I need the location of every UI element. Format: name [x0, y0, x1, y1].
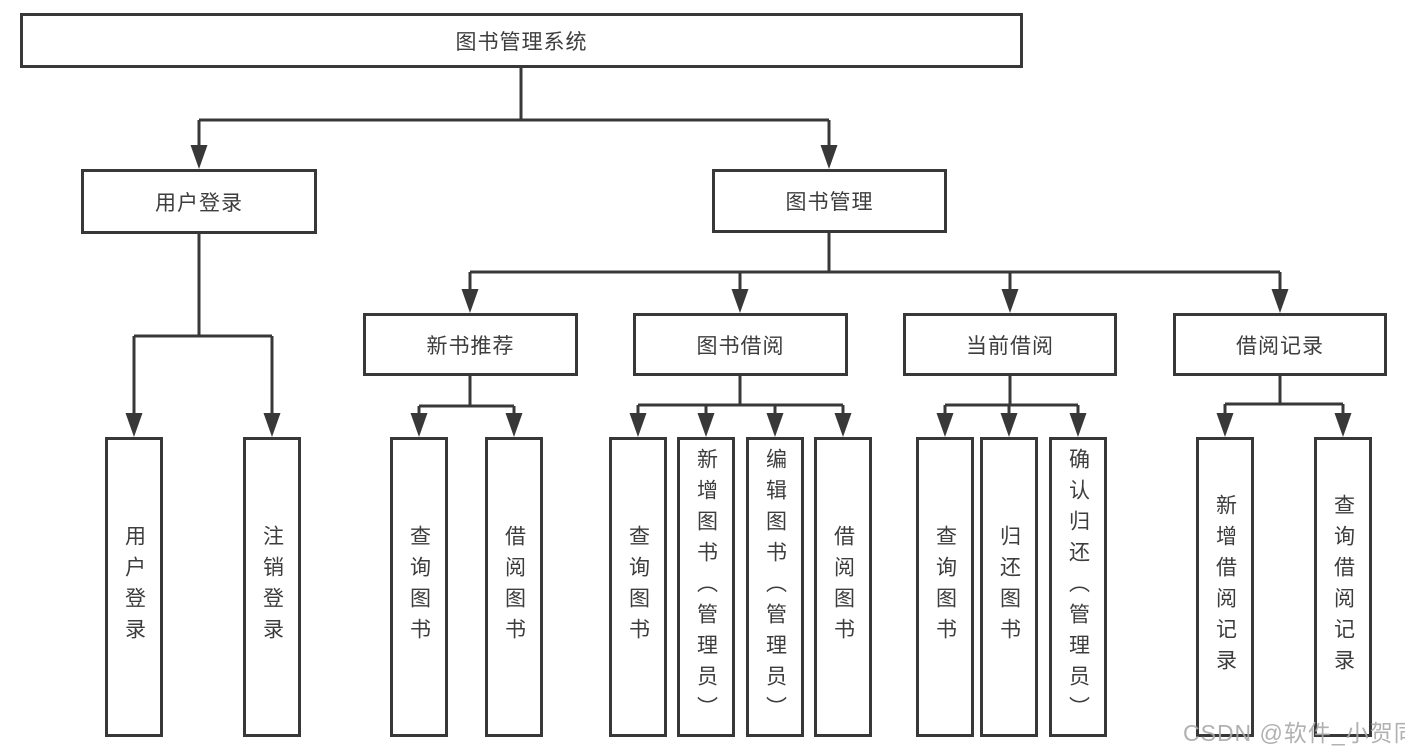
leaf-add-borrow-record: 新增借阅记录: [1196, 437, 1254, 737]
connector-borrow-records-split: [1216, 376, 1352, 437]
arrowhead: [834, 413, 852, 437]
leaf-label: 注销登录: [260, 525, 284, 649]
leaf-borrow-books-recommend: 借阅图书: [485, 437, 543, 737]
leaf-user-login: 用户登录: [105, 437, 163, 737]
leaf-label: 用户登录: [122, 525, 146, 649]
connector-book-management-split: [461, 233, 1289, 313]
leaf-edit-books-admin: 编辑图书（管理员）: [746, 437, 804, 737]
node-book-borrow: 图书借阅: [633, 313, 848, 376]
leaf-borrow-books: 借阅图书: [814, 437, 872, 737]
arrowhead: [1334, 413, 1352, 437]
leaf-label: 新增图书（管理员）: [694, 447, 718, 727]
leaf-label: 查询图书: [626, 525, 650, 649]
arrowhead: [125, 413, 143, 437]
leaf-label: 查询图书: [407, 525, 431, 649]
node-root-system: 图书管理系统: [20, 13, 1023, 68]
arrowhead: [820, 145, 838, 169]
leaf-confirm-return-admin: 确认归还（管理员）: [1049, 437, 1107, 737]
arrowhead: [1069, 413, 1087, 437]
arrowhead: [766, 413, 784, 437]
node-user-login: 用户登录: [81, 169, 317, 234]
leaf-label: 查询借阅记录: [1331, 494, 1355, 680]
connector-new-book-recommend-split: [410, 376, 523, 437]
connector-current-borrow-split: [936, 376, 1087, 437]
node-current-borrow: 当前借阅: [903, 313, 1117, 376]
arrowhead: [263, 413, 281, 437]
node-book-management: 图书管理: [712, 169, 947, 233]
connector-book-borrow-split: [629, 376, 852, 437]
node-label: 用户登录: [155, 191, 243, 215]
arrowhead: [731, 289, 749, 313]
connector-user-login-split: [125, 234, 281, 437]
leaf-label: 查询图书: [933, 525, 957, 649]
node-label: 图书管理: [785, 191, 874, 214]
arrowhead: [1216, 413, 1234, 437]
arrowhead: [1271, 289, 1289, 313]
leaf-logout: 注销登录: [243, 437, 301, 737]
leaf-label: 编辑图书（管理员）: [763, 447, 787, 727]
leaf-label: 借阅图书: [831, 525, 855, 649]
leaf-label: 归还图书: [997, 525, 1021, 649]
csdn-watermark: CSDN @软件_小贺同学: [1183, 720, 1405, 746]
node-label: 当前借阅: [966, 334, 1054, 358]
arrowhead: [697, 413, 715, 437]
arrowhead: [936, 413, 954, 437]
arrowhead: [505, 413, 523, 437]
arrowhead: [190, 145, 208, 169]
node-label: 借阅记录: [1236, 334, 1324, 358]
leaf-label: 借阅图书: [502, 525, 526, 649]
connector-root-split: [190, 68, 838, 169]
leaf-query-borrow-record: 查询借阅记录: [1314, 437, 1372, 737]
node-new-book-recommend: 新书推荐: [363, 313, 578, 376]
leaf-query-books-borrow: 查询图书: [609, 437, 667, 737]
leaf-add-books-admin: 新增图书（管理员）: [677, 437, 735, 737]
leaf-return-books: 归还图书: [980, 437, 1038, 737]
node-borrow-records: 借阅记录: [1173, 313, 1387, 376]
arrowhead: [1001, 289, 1019, 313]
arrowhead: [461, 289, 479, 313]
node-label: 图书借阅: [696, 334, 785, 358]
leaf-query-books-current: 查询图书: [916, 437, 974, 737]
arrowhead: [1000, 413, 1018, 437]
leaf-query-books-recommend: 查询图书: [390, 437, 448, 737]
arrowhead: [410, 413, 428, 437]
node-label: 新书推荐: [426, 334, 515, 358]
arrowhead: [629, 413, 647, 437]
leaf-label: 新增借阅记录: [1213, 494, 1237, 680]
node-label: 图书管理系统: [455, 30, 588, 54]
leaf-label: 确认归还（管理员）: [1066, 447, 1090, 727]
